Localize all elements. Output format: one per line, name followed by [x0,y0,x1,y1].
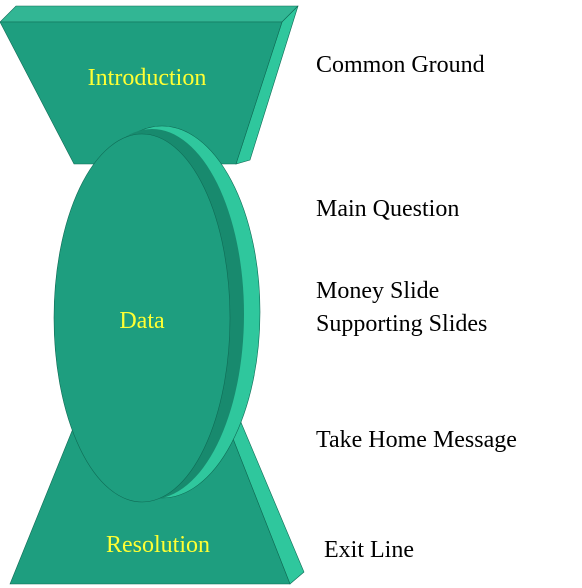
introduction-front-face [0,21,283,165]
side-label-common-ground: Common Ground [316,52,485,78]
side-label-money-slide: Money Slide [316,278,440,304]
side-label-take-home-message: Take Home Message [316,427,517,453]
introduction-top-face [0,5,299,23]
data-label: Data [119,308,165,334]
introduction-label: Introduction [88,65,207,91]
side-label-exit-line: Exit Line [324,537,414,563]
resolution-label: Resolution [106,532,210,558]
introduction-shape: Introduction [0,5,299,165]
side-label-main-question: Main Question [316,196,460,222]
data-disc-front [53,133,231,503]
data-shape: Data [53,125,261,503]
resolution-shape: Resolution [9,419,305,585]
side-label-supporting-slides: Supporting Slides [316,311,488,337]
